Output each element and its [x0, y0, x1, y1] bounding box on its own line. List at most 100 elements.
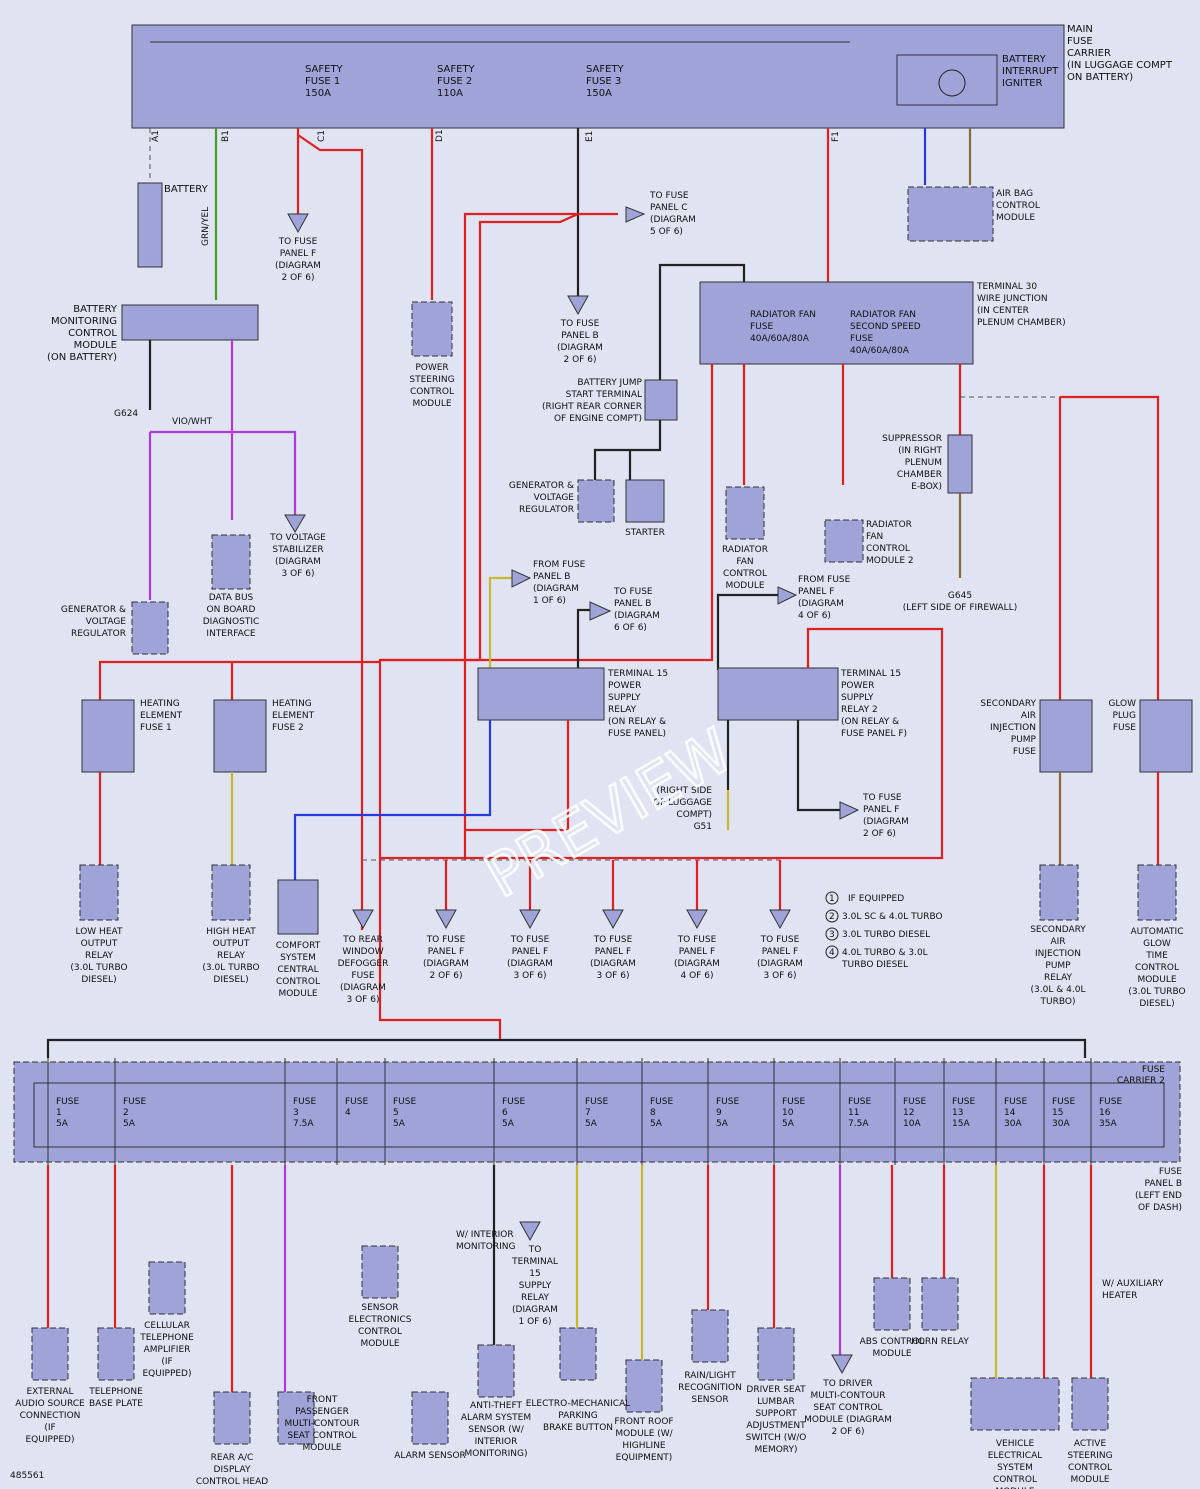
- carrier-wires: [46, 1165, 1093, 1392]
- bottom-module-box: [477, 1344, 515, 1398]
- to-fuse-b-arrow: [567, 295, 589, 316]
- bottom-module-box: [970, 1377, 1060, 1431]
- t15-relay2-box: [717, 667, 839, 721]
- comfort-box: [277, 879, 319, 935]
- grn-yel-label: GRN/YEL: [201, 207, 211, 246]
- data-bus-box: [211, 534, 251, 590]
- low-heat-box: [79, 864, 119, 921]
- glow-time-box: [1137, 864, 1177, 921]
- sec-air-relay-box: [1039, 864, 1079, 921]
- rad-fan-module-box: [725, 486, 765, 540]
- bottom-module-box: [757, 1327, 795, 1381]
- g624-label: G624: [114, 409, 138, 419]
- starter-box: [625, 479, 665, 523]
- bottom-module-box: [873, 1277, 911, 1331]
- power-steering-box: [411, 301, 453, 357]
- g645-label: G645(LEFT SIDE OF FIREWALL): [903, 591, 1017, 613]
- bottom-module-box: [625, 1359, 663, 1413]
- legend-item-2: 3.0L SC & 4.0L TURBO: [842, 912, 943, 922]
- starter-label: STARTER: [625, 528, 665, 538]
- term-d1: D1: [435, 129, 445, 142]
- svg-text:4: 4: [829, 948, 835, 958]
- glow-plug-box: [1139, 699, 1193, 773]
- bottom-module-label: HORN RELAY: [911, 1337, 969, 1347]
- to-fuse-c-arrow: [625, 206, 646, 223]
- bottom-module-box: [411, 1391, 449, 1445]
- airbag-box: [907, 186, 994, 242]
- bottom-module-label: VEHICLEELECTRICALSYSTEMCONTROLMODULE: [988, 1439, 1043, 1489]
- legend-item-3: 3.0L TURBO DIESEL: [842, 930, 930, 940]
- fuse-carrier2-inner: [33, 1082, 1165, 1148]
- terminal30-box: [699, 281, 974, 365]
- gen-reg2-box: [131, 601, 169, 655]
- svg-text:2: 2: [829, 912, 835, 922]
- heating2-box: [213, 699, 267, 773]
- suppressor-box: [947, 434, 973, 494]
- svg-text:3: 3: [829, 930, 835, 940]
- battery-monitor-box: [121, 304, 259, 341]
- bottom-module-box: [921, 1277, 959, 1331]
- high-heat-box: [211, 864, 251, 921]
- t15-relay-box: [477, 667, 605, 721]
- from-fuse-f-arrow: [777, 586, 798, 605]
- battery-interrupt-box: [896, 54, 998, 106]
- from-fuse-b-arrow: [511, 569, 532, 588]
- bottom-module-label: ALARM SENSOR: [394, 1451, 466, 1461]
- gen-reg-box: [577, 479, 615, 523]
- to-fuse-b6-arrow: [589, 601, 612, 621]
- to-fuse-arrow-group: [435, 860, 791, 930]
- bottom-module-box: [97, 1327, 135, 1381]
- bottom-module-box: [277, 1391, 315, 1445]
- battery-symbol: [137, 182, 163, 268]
- diagram-id: 485561: [10, 1471, 44, 1481]
